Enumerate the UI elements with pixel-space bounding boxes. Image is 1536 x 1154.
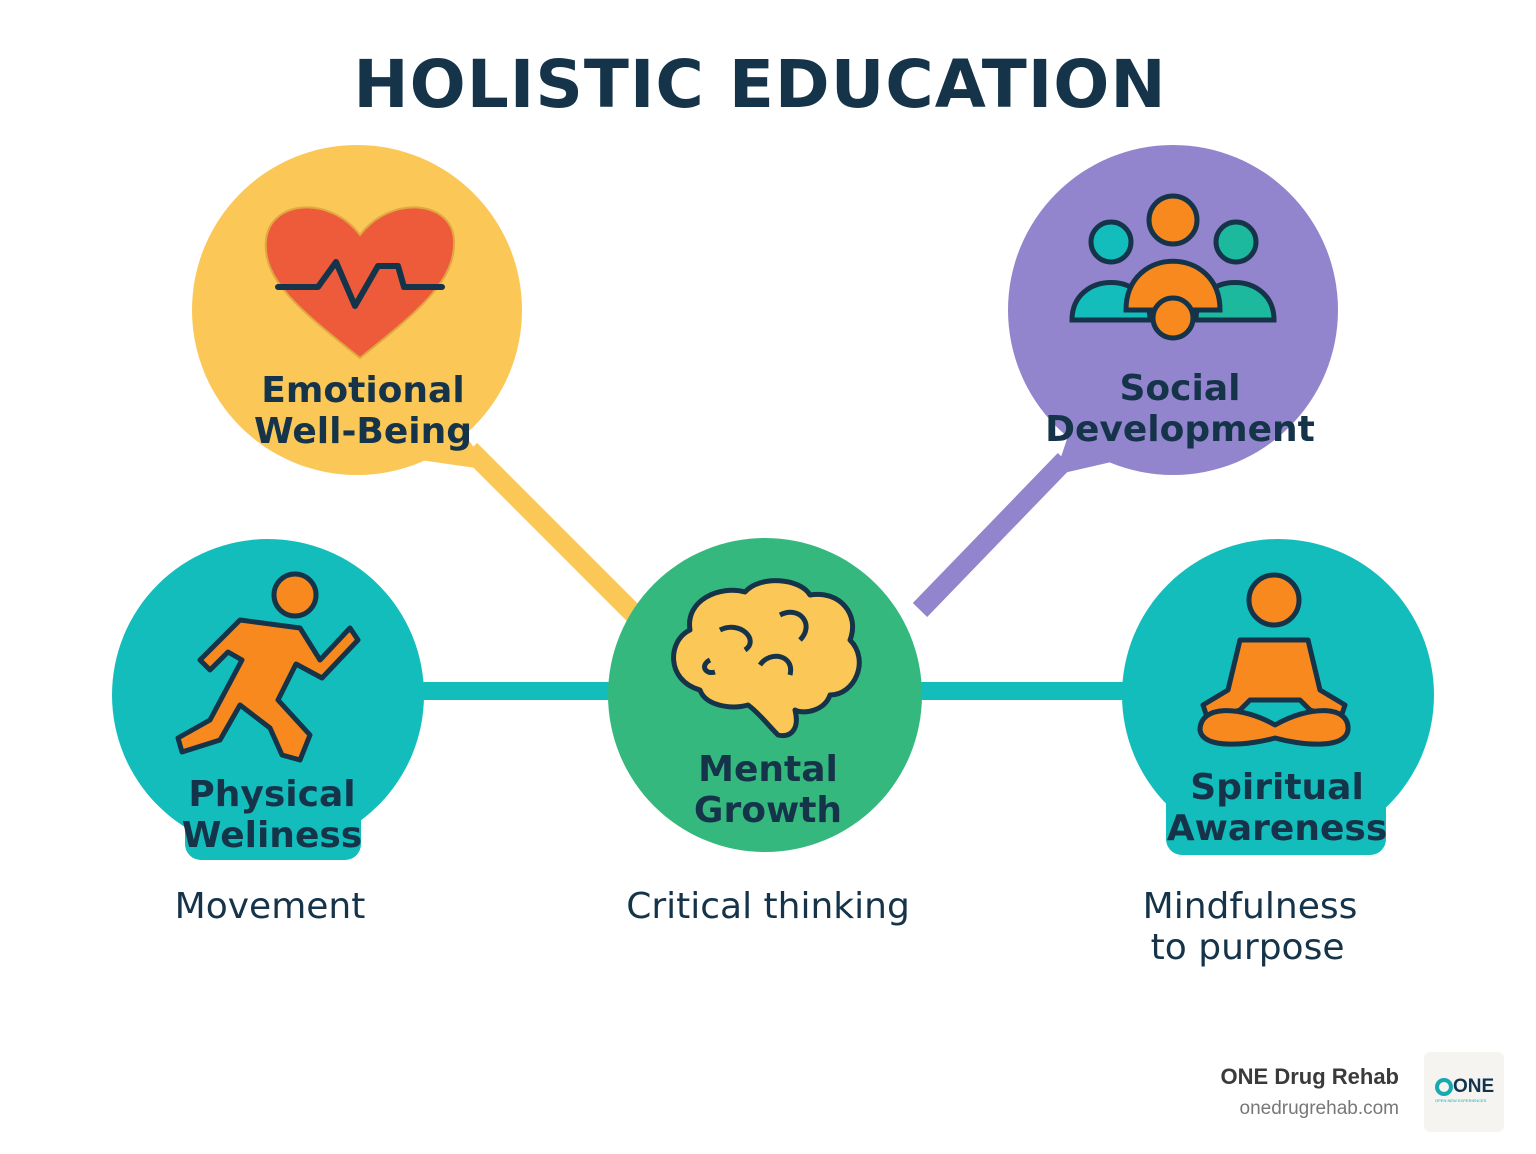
logo-tagline: OPEN NEW EXPERIENCES <box>1435 1098 1487 1103</box>
spiritual-label: Spiritual Awareness <box>1167 767 1387 849</box>
brand-name: ONE Drug Rehab <box>1220 1064 1399 1089</box>
spiritual-caption: Mindfulness to purpose <box>1143 886 1358 968</box>
physical-label-line2: Weliness <box>181 815 363 856</box>
connector-social <box>912 453 1073 617</box>
connector-physical <box>400 682 640 700</box>
brand-logo: ONE OPEN NEW EXPERIENCES <box>1424 1052 1504 1132</box>
meditation-icon <box>1197 572 1351 747</box>
emotional-label-line1: Emotional <box>261 370 465 411</box>
connector-emotional <box>462 442 648 628</box>
spiritual-caption-line2: to purpose <box>1150 927 1345 968</box>
social-label-line1: Social <box>1119 368 1241 409</box>
mental-label: Mental Growth <box>694 749 842 831</box>
social-label: Social Development <box>1045 368 1315 450</box>
mental-label-line1: Mental <box>698 749 838 790</box>
spiritual-label-line1: Spiritual <box>1190 767 1364 808</box>
brand-url: onedrugrehab.com <box>1239 1098 1400 1119</box>
logo-text: ONE <box>1453 1076 1495 1097</box>
mental-label-line2: Growth <box>693 790 843 831</box>
spiritual-caption-line1: Mindfulness <box>1142 886 1358 927</box>
social-label-line2: Development <box>1045 409 1315 450</box>
heart-pulse-icon <box>264 206 456 360</box>
emotional-label-line2: Well-Being <box>253 411 473 452</box>
people-group-icon <box>1069 193 1277 341</box>
physical-label-line1: Physical <box>188 774 356 815</box>
brain-icon <box>671 578 862 739</box>
runner-icon <box>175 571 361 763</box>
mental-caption: Critical thinking <box>626 886 910 927</box>
connector-spiritual <box>890 682 1140 700</box>
footer-brand: ONE Drug Rehab onedrugrehab.com <box>1221 1064 1399 1120</box>
spiritual-label-line2: Awareness <box>1166 808 1388 849</box>
physical-caption: Movement <box>174 886 366 927</box>
page-title: HOLISTIC EDUCATION <box>353 46 1167 123</box>
emotional-label: Emotional Well-Being <box>254 370 472 452</box>
physical-label: Physical Weliness <box>182 774 362 856</box>
